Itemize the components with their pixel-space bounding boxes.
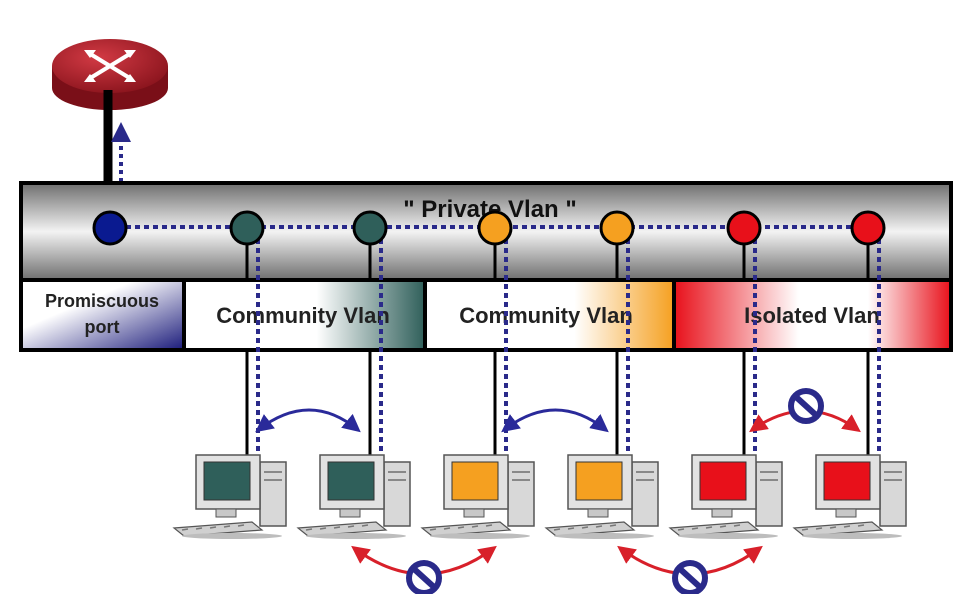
segment-row: Promiscuous port Community Vlan Communit… [19, 278, 953, 352]
community-vlan-label-1: Community Vlan [216, 303, 390, 328]
desktop-computer-icon[interactable] [668, 454, 783, 539]
desktop-computer-icon[interactable] [792, 454, 907, 539]
promiscuous-port-segment [19, 278, 186, 352]
community-port-4[interactable] [599, 210, 635, 246]
community-vlan-segment-2 [423, 278, 676, 352]
community-vlan-label-2: Community Vlan [459, 303, 633, 328]
community-vlan-segment-1 [182, 278, 427, 352]
community-port-2[interactable] [352, 210, 388, 246]
community-port-1[interactable] [229, 210, 265, 246]
desktop-computer-icon[interactable] [544, 454, 659, 539]
allowed-arrow-community-2 [501, 408, 609, 433]
desktop-computer-icon[interactable] [296, 454, 411, 539]
isolated-port-2[interactable] [850, 210, 886, 246]
isolated-vlan-segment [672, 278, 953, 352]
desktop-computer-icon[interactable] [172, 454, 287, 539]
isolated-vlan-label: Isolated Vlan [744, 303, 880, 328]
no-entry-icon [406, 560, 442, 594]
isolated-port-1[interactable] [726, 210, 762, 246]
desktop-computer-icon[interactable] [420, 454, 535, 539]
community-port-3[interactable] [477, 210, 513, 246]
port-links [245, 230, 881, 455]
promiscuous-label-line1: Promiscuous [45, 291, 159, 311]
promiscuous-label-line2: port [85, 317, 120, 337]
no-entry-icon [788, 388, 824, 424]
pc-row [172, 454, 907, 539]
router-icon[interactable] [52, 39, 168, 110]
promiscuous-port[interactable] [92, 210, 128, 246]
no-entry-icon [672, 560, 708, 594]
allowed-arrow-community-1 [255, 408, 361, 433]
vlan-ports [229, 210, 886, 246]
